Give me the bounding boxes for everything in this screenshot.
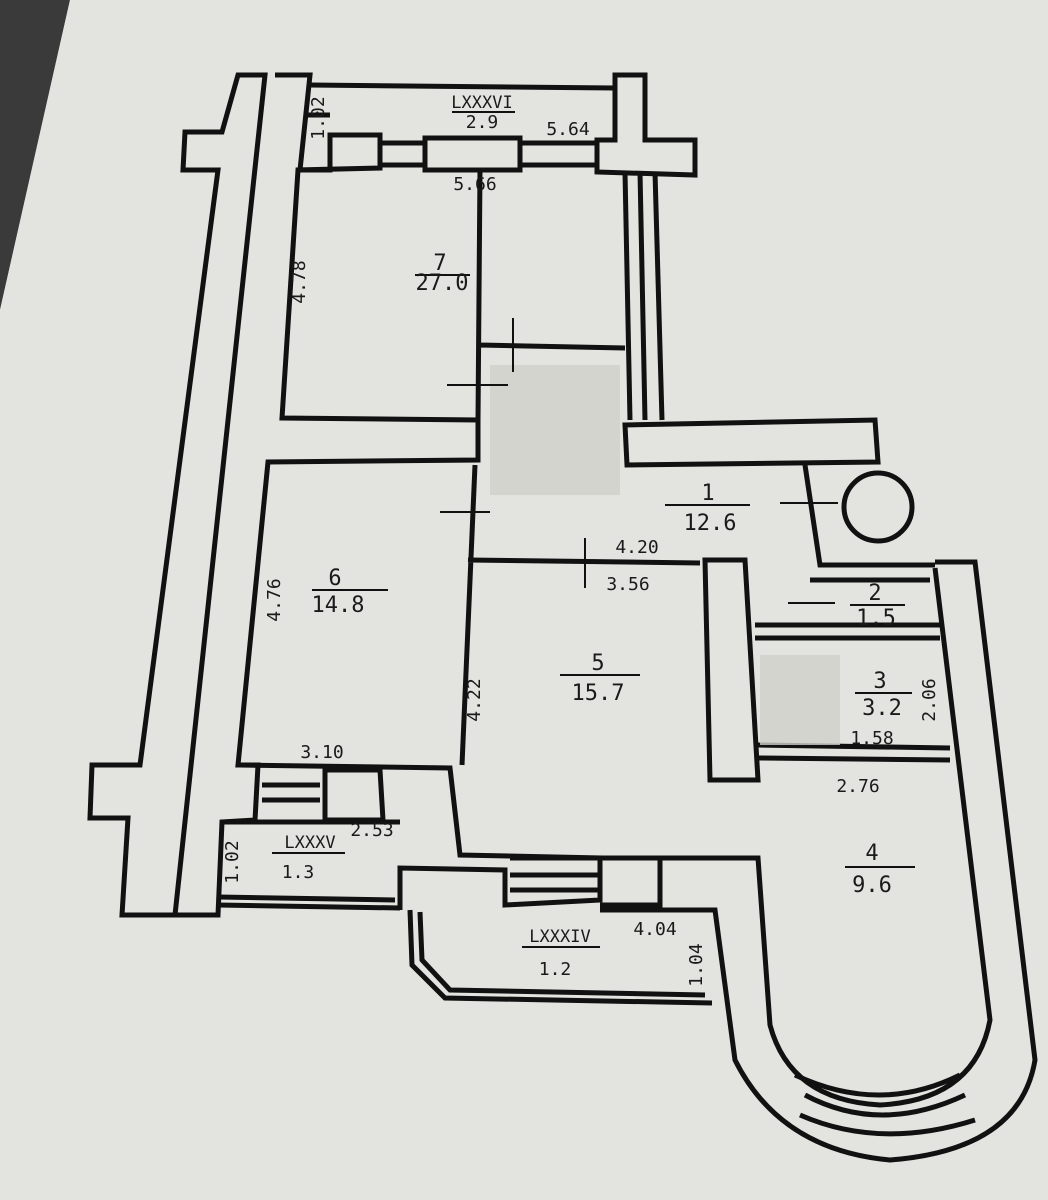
room-7-label: 7 27.0 bbox=[415, 251, 470, 296]
balcony-area: 1.3 bbox=[282, 862, 315, 883]
bottom-left-balcony bbox=[217, 767, 401, 911]
balcony-area: 2.9 bbox=[466, 112, 499, 133]
room7-right-wall bbox=[622, 171, 665, 421]
balcony-code: LXXXV bbox=[284, 833, 335, 853]
bottom-balcony bbox=[407, 855, 713, 1006]
room-1-label: 1 12.6 bbox=[665, 481, 750, 536]
room-number: 2 bbox=[868, 581, 881, 606]
room-6-label: 6 14.8 bbox=[312, 566, 388, 618]
room-area: 1.5 bbox=[856, 606, 896, 631]
room-area: 12.6 bbox=[684, 511, 737, 536]
room-area: 15.7 bbox=[572, 681, 625, 706]
dim-room5-height: 4.22 bbox=[464, 678, 485, 721]
dim-bottom-balcony-depth: 1.04 bbox=[686, 943, 707, 986]
dim-bottom-left-balcony-depth: 1.02 bbox=[222, 840, 243, 883]
right-tower-inner bbox=[660, 567, 993, 1108]
room7-inner bbox=[475, 169, 626, 421]
dim-room7-width: 5.66 bbox=[453, 174, 496, 195]
balcony-bottom-label: LXXXIV 1.2 bbox=[522, 927, 600, 980]
dim-room4-width: 2.76 bbox=[836, 776, 879, 797]
room-2-label: 2 1.5 bbox=[850, 581, 905, 631]
room-number: 3 bbox=[873, 669, 886, 694]
room-area: 14.8 bbox=[312, 593, 365, 618]
balcony-top-label: LXXXVI 2.9 bbox=[451, 93, 515, 133]
room5-wall bbox=[702, 557, 761, 783]
balcony-left-label: LXXXV 1.3 bbox=[272, 833, 345, 883]
balcony-area: 1.2 bbox=[539, 959, 572, 980]
dim-room5-width: 3.56 bbox=[606, 574, 649, 595]
top-balcony bbox=[307, 82, 616, 173]
room-5-label: 5 15.7 bbox=[560, 651, 640, 706]
room-3-label: 3 3.2 bbox=[855, 669, 912, 721]
dim-room3-height: 2.06 bbox=[919, 678, 940, 721]
blurred-patch-mid bbox=[760, 655, 840, 745]
room2-3-walls bbox=[755, 464, 951, 763]
dim-bottom-left-width: 3.10 bbox=[300, 742, 343, 763]
dim-hall-width: 4.20 bbox=[615, 537, 658, 558]
room-number: 6 bbox=[328, 566, 341, 591]
room6-bottom-wall bbox=[239, 762, 603, 910]
room-area: 3.2 bbox=[862, 696, 902, 721]
column-circle bbox=[841, 470, 915, 544]
room-area: 9.6 bbox=[852, 873, 892, 898]
balcony-code: LXXXIV bbox=[529, 927, 590, 947]
room-number: 7 bbox=[433, 251, 446, 276]
room-area: 27.0 bbox=[416, 271, 469, 296]
room-number: 1 bbox=[701, 481, 714, 506]
balcony-code: LXXXVI bbox=[451, 93, 512, 113]
room-number: 4 bbox=[865, 841, 878, 866]
dim-room6-height: 4.76 bbox=[264, 578, 285, 621]
room-number: 5 bbox=[591, 651, 604, 676]
dim-room3-width: 1.58 bbox=[850, 728, 893, 749]
blurred-patch-top bbox=[490, 365, 620, 495]
stairs bbox=[793, 1072, 976, 1137]
room-4-label: 4 9.6 bbox=[845, 841, 915, 898]
dim-bottom-left-balcony-width: 2.53 bbox=[350, 820, 393, 841]
dim-top-right: 5.64 bbox=[546, 119, 589, 140]
dim-bottom-balcony-width: 4.04 bbox=[633, 919, 676, 940]
dim-top-balcony-depth: 1.02 bbox=[308, 96, 329, 139]
dim-room7-height: 4.78 bbox=[289, 260, 310, 303]
top-right-column bbox=[594, 72, 698, 178]
right-tower-outer bbox=[600, 559, 1038, 1163]
corridor-wall-right bbox=[622, 417, 881, 468]
